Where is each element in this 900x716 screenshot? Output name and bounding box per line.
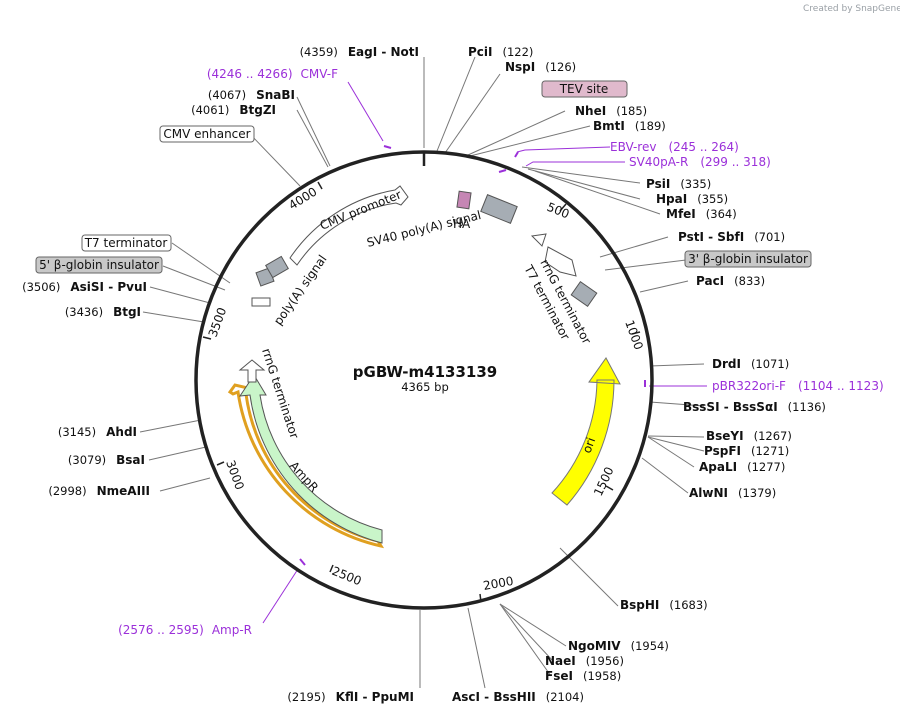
restriction-site-label: PacI(833)	[696, 274, 765, 288]
primer-label: EBV-rev(245 .. 264)	[610, 140, 739, 154]
restriction-site-label: NgoMIV(1954)	[568, 639, 669, 653]
restriction-site-label: (3436)BtgI	[65, 305, 141, 319]
primer-label: pBR322ori-F(1104 .. 1123)	[712, 379, 884, 393]
label-cmv-enhancer: CMV enhancer	[159, 125, 255, 143]
label-3-beta-globin: 3' β-globin insulator	[684, 250, 812, 268]
primer-label: (2576 .. 2595)Amp-R	[118, 623, 252, 637]
position-ticks	[202, 181, 641, 603]
restriction-site-label: BssSI - BssSαI(1136)	[683, 400, 826, 414]
tick-label-2000: 2000	[482, 574, 515, 593]
svg-text:3' β-globin insulator: 3' β-globin insulator	[688, 252, 808, 266]
t7-terminator-arrow	[251, 297, 271, 307]
tick-label-1000: 1000	[622, 318, 646, 351]
restriction-site-label: (3506)AsiSI - PvuI	[22, 280, 147, 294]
ha-tag-box	[456, 190, 472, 210]
restriction-site-label: MfeI(364)	[666, 207, 737, 221]
svg-text:CMV enhancer: CMV enhancer	[163, 127, 250, 141]
restriction-site-label: (2998)NmeAIII	[48, 484, 150, 498]
tick-label-2500: 2500	[330, 564, 364, 588]
restriction-site-label: NheI(185)	[575, 104, 647, 118]
restriction-site-label: BseYI(1267)	[706, 429, 792, 443]
cmv-promoter-arrow	[289, 185, 409, 266]
snapgene-credit: Created by SnapGene	[803, 4, 900, 14]
ori-arrow	[551, 357, 621, 506]
svg-text:5' β-globin insulator: 5' β-globin insulator	[39, 258, 159, 272]
svg-text:TEV site: TEV site	[559, 82, 609, 96]
restriction-site-label: (4061)BtgZI	[191, 103, 276, 117]
tick-label-3500: 3500	[206, 306, 230, 339]
restriction-site-label: FseI(1958)	[545, 669, 621, 683]
svg-text:T7 terminator: T7 terminator	[84, 236, 168, 250]
primer-label: (4246 .. 4266)CMV-F	[207, 67, 338, 81]
label-5-beta-globin: 5' β-globin insulator	[35, 256, 163, 274]
restriction-site-label: BmtI(189)	[593, 119, 666, 133]
restriction-site-label: NaeI(1956)	[545, 654, 624, 668]
feature-label-ori: ori	[580, 436, 598, 455]
primer-labels: (4246 .. 4266)CMV-F EBV-rev(245 .. 264)SV…	[118, 67, 884, 637]
amp-r-primer-region	[227, 383, 385, 549]
feature-arrows	[227, 185, 621, 549]
restriction-site-label: PspFI(1271)	[704, 444, 789, 458]
restriction-site-label: NspI(126)	[505, 60, 576, 74]
restriction-site-labels: (4359)EagI - NotI PciI(122)NspI(126) NheI(…	[22, 45, 826, 704]
feature-label-cmv-promoter: CMV promoter	[318, 187, 403, 232]
restriction-site-label: AlwNI(1379)	[689, 486, 776, 500]
restriction-site-label: (3079)BsaI	[68, 453, 145, 467]
primer-connector-lines	[262, 81, 707, 624]
plasmid-length: 4365 bp	[401, 380, 449, 394]
primer-marks	[299, 145, 646, 566]
plasmid-name: pGBW-m4133139	[353, 363, 497, 381]
restriction-site-label: DrdI(1071)	[712, 357, 789, 371]
restriction-site-label: (4067)SnaBI	[208, 88, 295, 102]
sv40-polya-box	[480, 194, 518, 224]
beta-globin-insulator-5-box	[265, 255, 289, 279]
tick-label-1500: 1500	[591, 465, 617, 499]
tick-label-3000: 3000	[223, 458, 247, 491]
restriction-site-label: AscI - BssHII(2104)	[452, 690, 584, 704]
restriction-site-label: HpaI(355)	[656, 192, 728, 206]
beta-globin-insulator-3-box	[570, 281, 598, 307]
restriction-site-label: BspHI(1683)	[620, 598, 708, 612]
t7-rrng-terminator-arrows	[530, 233, 577, 277]
feature-label-ha: HA	[453, 217, 471, 231]
restriction-site-label: (3145)AhdI	[58, 425, 137, 439]
restriction-site-label: (2195)KflI - PpuMI	[287, 690, 414, 704]
restriction-site-label: PstI - SbfI(701)	[678, 230, 785, 244]
ampr-arrow	[238, 374, 383, 544]
label-tev-site: TEV site	[541, 80, 628, 98]
label-t7-terminator: T7 terminator	[81, 234, 172, 252]
primer-label: SV40pA-R(299 .. 318)	[629, 155, 771, 169]
rrng-terminator-arrow	[238, 359, 266, 383]
restriction-site-label: PsiI(335)	[646, 177, 711, 191]
restriction-site-label: PciI(122)	[468, 45, 533, 59]
restriction-site-label: (4359)EagI - NotI	[300, 45, 419, 59]
restriction-site-label: ApaLI(1277)	[699, 460, 785, 474]
